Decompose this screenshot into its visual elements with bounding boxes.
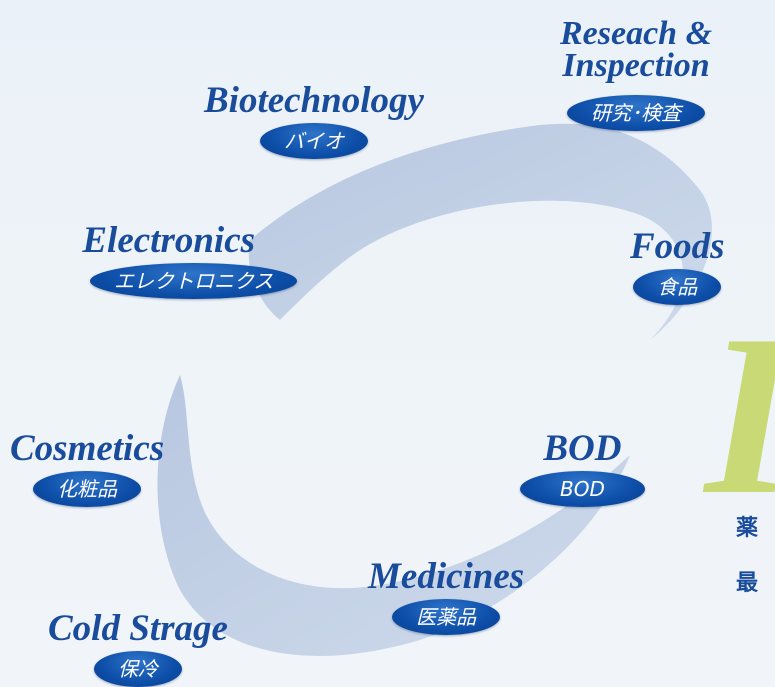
- category-electronics: Electronics エレクトロニクス: [40, 220, 298, 299]
- category-cosmetics: Cosmetics 化粧品: [10, 430, 164, 507]
- category-research: Reseach & Inspection 研究･検査: [560, 15, 713, 131]
- category-foods-ja: 食品: [633, 269, 722, 305]
- category-foods-en: Foods: [630, 226, 725, 267]
- category-biotech-ja: バイオ: [259, 123, 368, 159]
- partial-side-text-1: 薬: [736, 515, 759, 541]
- category-biotech-en: Biotechnology: [204, 80, 424, 121]
- category-medicines-ja: 医薬品: [392, 599, 501, 635]
- category-cold-storage: Cold Strage 保冷: [48, 610, 228, 687]
- category-bod-en: BOD: [543, 428, 622, 469]
- category-cosmetics-ja: 化粧品: [33, 471, 142, 507]
- category-electronics-ja: エレクトロニクス: [90, 263, 298, 299]
- category-cold-storage-en: Cold Strage: [48, 608, 228, 649]
- category-medicines: Medicines 医薬品: [368, 558, 524, 635]
- partial-side-text-2: 最: [736, 570, 759, 596]
- swirl-upper-arc: [248, 123, 712, 341]
- category-electronics-en: Electronics: [82, 220, 256, 261]
- category-medicines-en: Medicines: [368, 556, 525, 597]
- swirl-lower-arc: [157, 375, 630, 656]
- category-foods: Foods 食品: [630, 228, 725, 305]
- category-cold-storage-ja: 保冷: [93, 651, 182, 687]
- category-research-ja: 研究･検査: [567, 94, 706, 131]
- category-bod: BOD BOD: [520, 430, 645, 507]
- category-bod-ja: BOD: [520, 471, 645, 507]
- category-biotech: Biotechnology バイオ: [204, 82, 424, 159]
- category-research-en-2: Inspection: [562, 47, 710, 85]
- category-cosmetics-en: Cosmetics: [10, 428, 165, 469]
- category-research-en-1: Reseach &: [560, 15, 713, 52]
- partial-logo-letter: I: [705, 300, 775, 530]
